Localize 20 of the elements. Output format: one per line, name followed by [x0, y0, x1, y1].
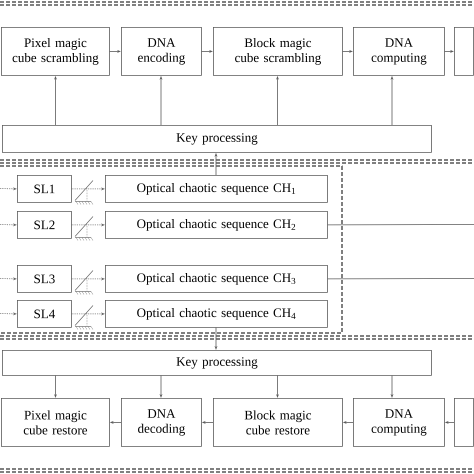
process-box: DNA computing: [353, 398, 445, 447]
sequence-box: Optical chaotic sequence CH$_{2}$: [105, 211, 328, 239]
key-processing-box: Key processing: [2, 125, 432, 153]
key-processing-box: Key processing: [2, 350, 432, 376]
laser-box: SL1: [17, 175, 72, 203]
laser-box: SL4: [17, 300, 72, 328]
sequence-box: Optical chaotic sequence CH$_{1}$: [105, 175, 328, 203]
laser-box: SL3: [17, 265, 72, 293]
process-box: Pixel magic cube scrambling: [1, 27, 110, 76]
sequence-box: Optical chaotic sequence CH$_{3}$: [105, 265, 328, 293]
process-box: Block magic cube scrambling: [213, 27, 343, 76]
process-box: Block magic cube restore: [213, 398, 343, 447]
process-box: DNA computing: [353, 27, 445, 76]
process-box: Pixel magic cube restore: [1, 398, 110, 447]
process-box: [454, 398, 474, 447]
process-box: DNA encoding: [121, 27, 202, 76]
sequence-box: Optical chaotic sequence CH$_{4}$: [105, 300, 328, 328]
process-box: DNA decoding: [121, 398, 202, 447]
laser-box: SL2: [17, 211, 72, 239]
process-box: [454, 27, 474, 76]
